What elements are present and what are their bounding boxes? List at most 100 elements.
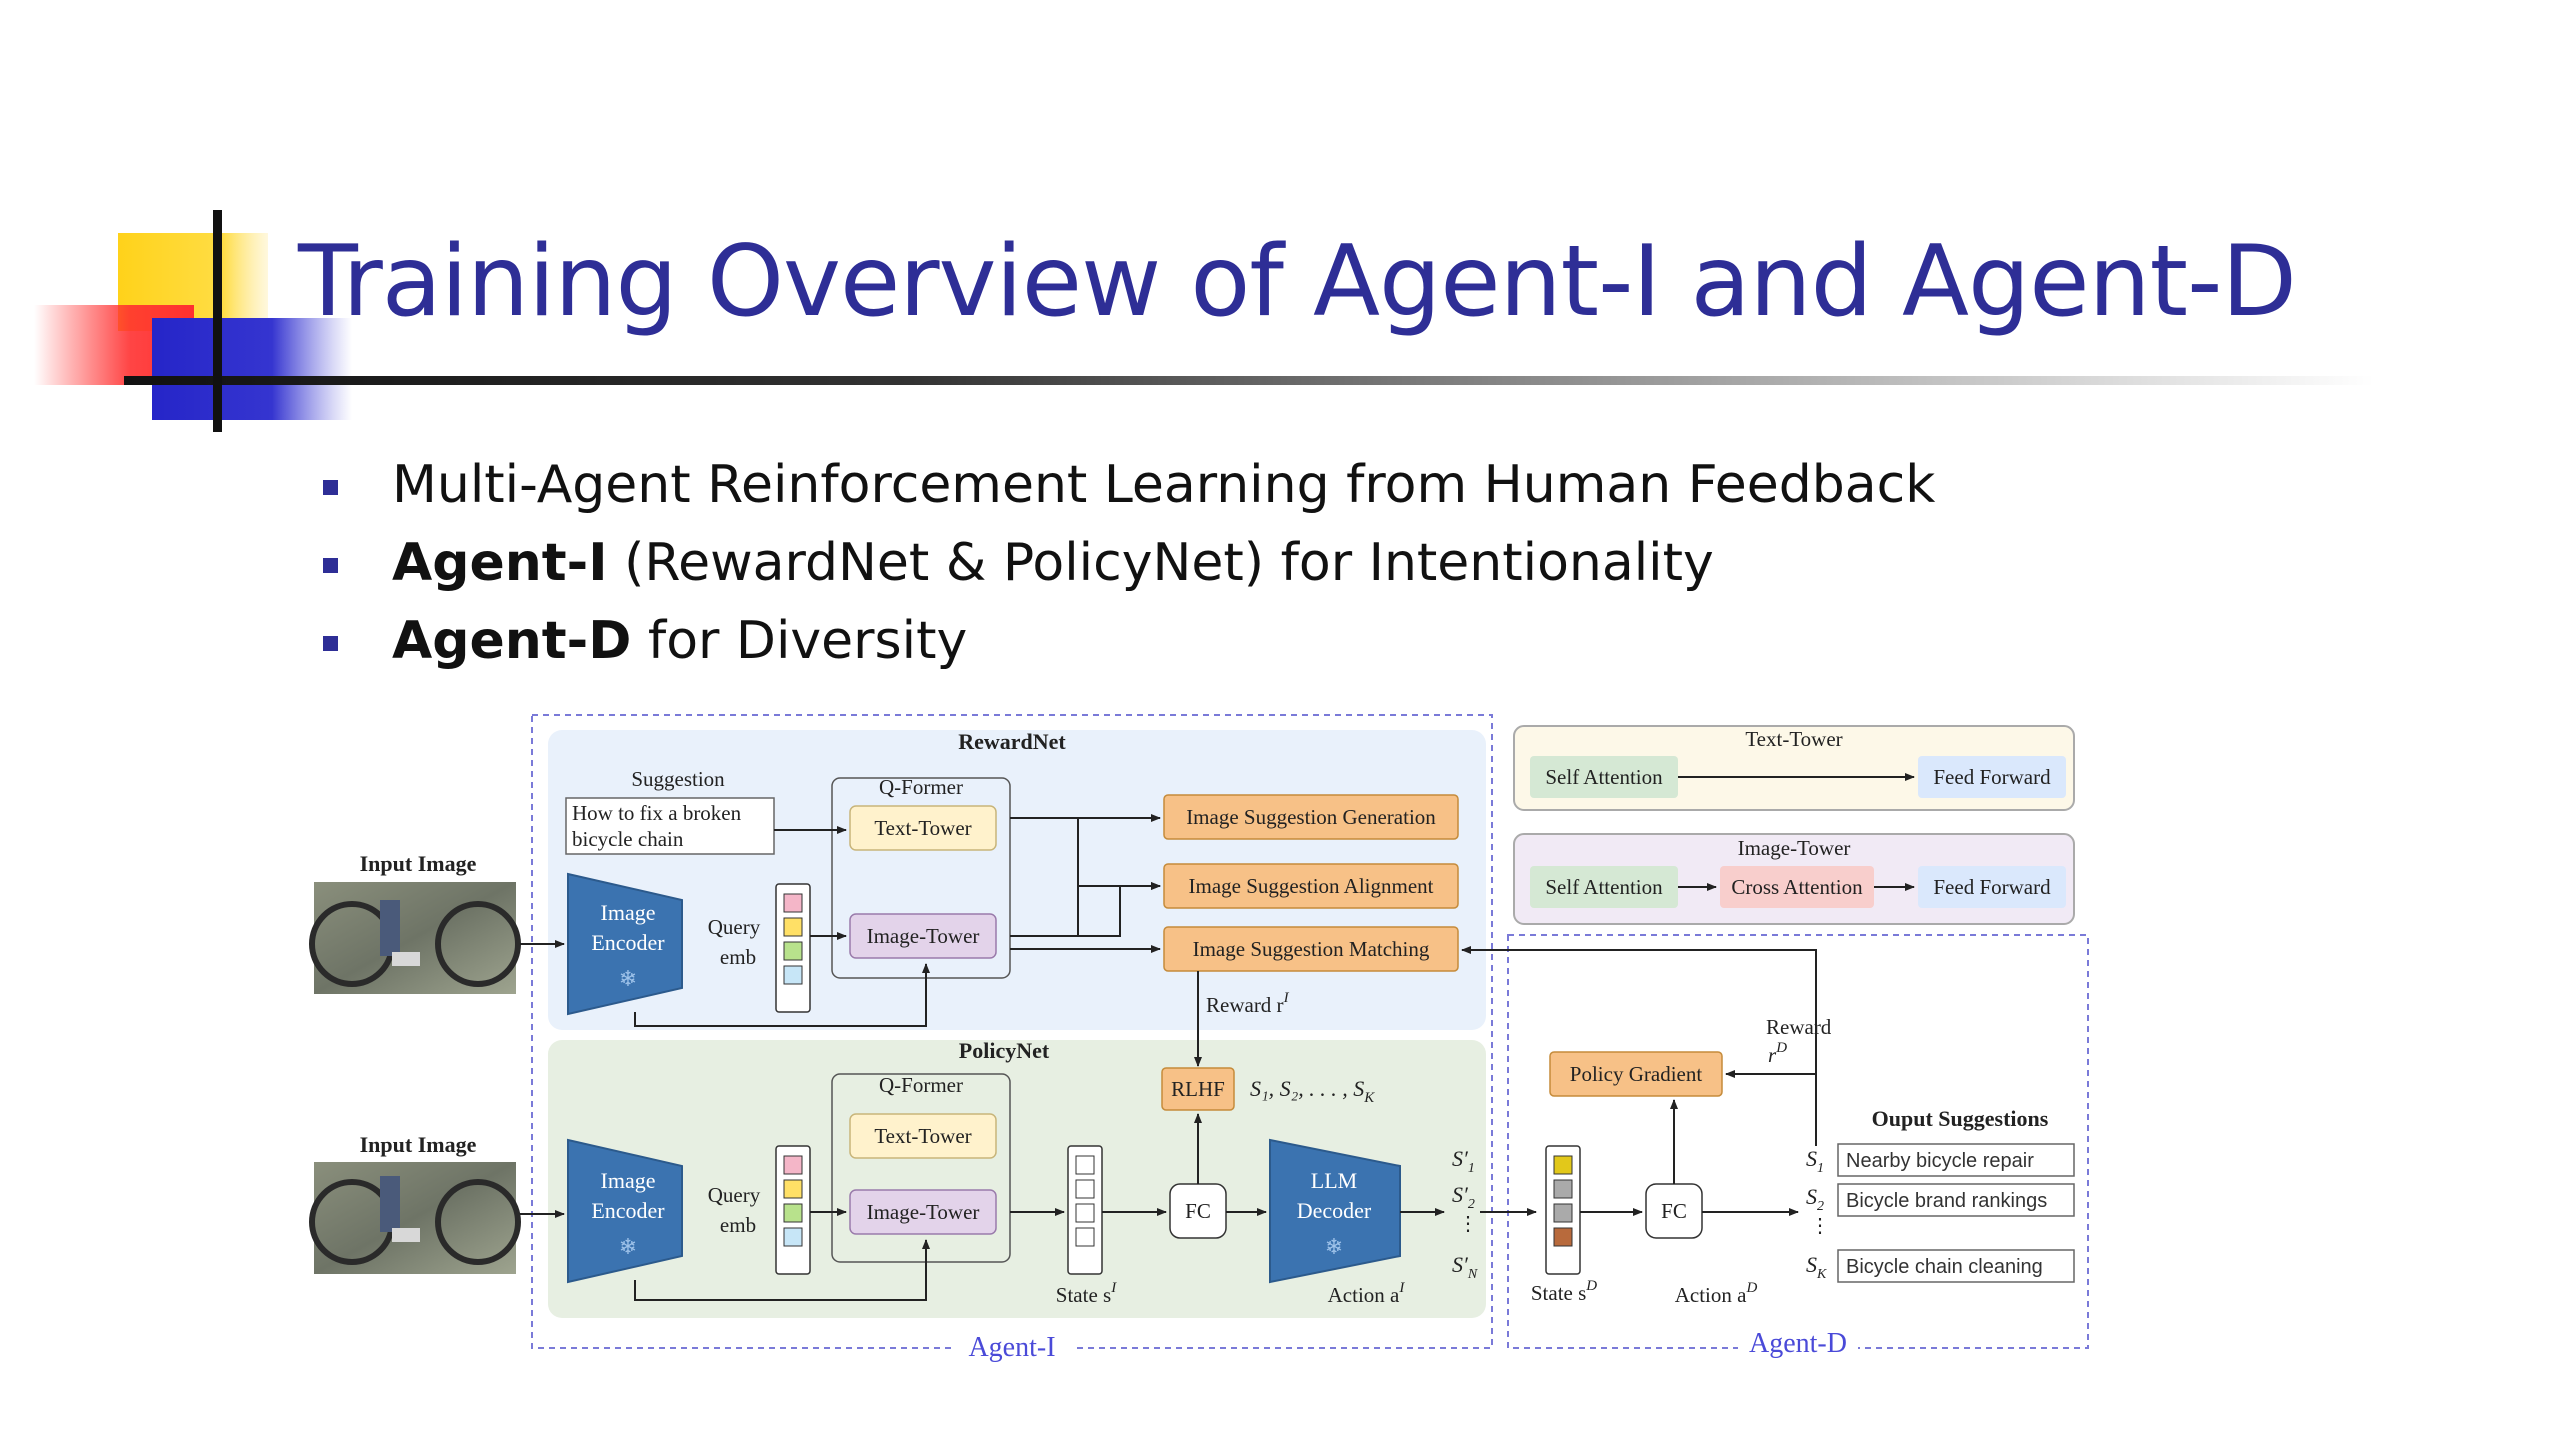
suggestion-text-line1: How to fix a broken (572, 801, 742, 825)
svg-text:emb: emb (720, 1213, 756, 1237)
s1-label: S1 (1806, 1146, 1824, 1176)
agent-d-label: Agent-D (1749, 1328, 1847, 1359)
input-image-label-policy: Input Image (360, 1132, 477, 1157)
svg-text:Bicycle brand rankings: Bicycle brand rankings (1846, 1190, 2047, 1212)
agent-d-connectors (1461, 946, 1817, 1216)
bullet-list: Multi-Agent Reinforcement Learning from … (320, 446, 1935, 680)
suggestion-box (1837, 1143, 2075, 1177)
query-label-line2: emb (720, 945, 756, 969)
input-image-policy (309, 1162, 521, 1274)
svg-text:Q-Former: Q-Former (879, 1073, 963, 1097)
svg-text:Feed Forward: Feed Forward (1933, 875, 2051, 899)
action-ad-label: Action aD (1675, 1280, 1758, 1307)
state-si-label: State sI (1056, 1280, 1117, 1307)
suggestion-text-line2: bicycle chain (572, 827, 684, 851)
svg-text:FC: FC (1661, 1199, 1687, 1223)
suggestion-box (1837, 1183, 2075, 1217)
frozen-snowflake-icon: ❄ (619, 1234, 637, 1259)
image-encoder-reward (567, 872, 683, 1016)
output-image-suggestion-alignment (1163, 863, 1459, 909)
svg-text:LLM: LLM (1311, 1168, 1357, 1193)
qformer-reward (831, 777, 1011, 979)
bullet-item: Agent-D for Diversity (320, 602, 1935, 680)
qformer-policy (831, 1073, 1011, 1263)
output-suggestions-title: Ouput Suggestions (1872, 1106, 2049, 1131)
output-image-suggestion-generation (1163, 794, 1459, 840)
reward-rd-var: rD (1768, 1040, 1787, 1067)
encoder-label-line2: Encoder (591, 930, 665, 955)
svg-text:Image-Tower: Image-Tower (867, 924, 980, 948)
output-image-suggestion-matching (1163, 926, 1459, 972)
self-attention-block (1530, 866, 1678, 908)
policynet-title: PolicyNet (959, 1038, 1050, 1063)
llm-decoder (1269, 1138, 1401, 1284)
state-sd-stack (1545, 1145, 1581, 1275)
suggestion-label: Suggestion (631, 767, 725, 791)
ellipsis-vertical: ⋮ (1458, 1213, 1478, 1235)
agent-i-label: Agent-I (968, 1332, 1055, 1363)
policy-gradient-box (1549, 1051, 1723, 1097)
action-ai-label: Action aI (1328, 1280, 1406, 1307)
policynet-connectors (520, 1113, 1537, 1301)
svg-text:Image Suggestion Generation: Image Suggestion Generation (1186, 805, 1436, 829)
text-tower-policy (849, 1113, 997, 1159)
suggestion-box (1837, 1249, 2075, 1283)
svg-text:Nearby bicycle repair: Nearby bicycle repair (1846, 1150, 2034, 1172)
svg-text:FC: FC (1185, 1199, 1211, 1223)
bullet-item: Multi-Agent Reinforcement Learning from … (320, 446, 1935, 524)
svg-text:Cross Attention: Cross Attention (1731, 875, 1863, 899)
state-si-stack (1067, 1145, 1103, 1275)
self-attention-block (1530, 756, 1678, 798)
svg-text:Self Attention: Self Attention (1545, 875, 1663, 899)
svg-text:Text-Tower: Text-Tower (1745, 727, 1842, 751)
rewardnet-title: RewardNet (958, 729, 1066, 754)
query-embedding-stack-reward (775, 883, 811, 1013)
svg-text:Bicycle chain cleaning: Bicycle chain cleaning (1846, 1256, 2043, 1278)
agent-i-label-bg (952, 1334, 1072, 1364)
frozen-snowflake-icon: ❄ (619, 966, 637, 991)
encoder-label-line1: Image (601, 900, 656, 925)
bullet-item: Agent-I (RewardNet & PolicyNet) for Inte… (320, 524, 1935, 602)
bullet-square-icon (323, 636, 338, 651)
svg-text:Image-Tower: Image-Tower (867, 1200, 980, 1224)
agent-d-term: Agent-D (392, 611, 632, 671)
sn-prime-label: S′N (1452, 1252, 1478, 1282)
image-encoder-policy (567, 1138, 683, 1284)
feed-forward-block (1918, 866, 2066, 908)
text-tower-reward (849, 805, 997, 851)
qformer-label-reward: Q-Former (879, 775, 963, 799)
sequence-label: S₁, S₂, . . . , SK (1250, 1076, 1375, 1106)
s1-prime-label: S′1 (1452, 1146, 1475, 1176)
reward-ri-label: Reward rI (1206, 990, 1290, 1017)
image-tower-policy (849, 1189, 997, 1235)
reward-rd-label: Reward (1766, 1015, 1832, 1039)
svg-text:Image: Image (601, 1168, 656, 1193)
svg-text:Feed Forward: Feed Forward (1933, 765, 2051, 789)
svg-text:Self Attention: Self Attention (1545, 765, 1663, 789)
bullet-square-icon (323, 480, 338, 495)
cross-attention-block (1720, 866, 1874, 908)
agent-d-frame (1507, 934, 2089, 1349)
rewardnet-connectors (520, 814, 1161, 1027)
svg-text:Image Suggestion Alignment: Image Suggestion Alignment (1189, 874, 1434, 898)
rlhf-box (1161, 1067, 1235, 1111)
slide-title: Training Overview of Agent-I and Agent-D (298, 225, 2297, 339)
query-label-line1: Query (708, 915, 761, 939)
svg-text:Query: Query (708, 1183, 761, 1207)
suggestion-text-box (565, 797, 775, 855)
svg-text:Text-Tower: Text-Tower (874, 1124, 971, 1148)
image-tower-reward (849, 913, 997, 959)
svg-text:Decoder: Decoder (1297, 1198, 1372, 1223)
bullet-square-icon (323, 558, 338, 573)
agent-d-label-bg (1738, 1334, 1858, 1364)
state-sd-label: State sD (1531, 1278, 1597, 1305)
agent-i-term: Agent-I (392, 533, 608, 593)
feed-forward-block (1918, 756, 2066, 798)
svg-text:RLHF: RLHF (1171, 1077, 1225, 1101)
svg-text:Image-Tower: Image-Tower (1738, 836, 1851, 860)
s2-prime-label: S′2 (1452, 1182, 1475, 1212)
svg-text:Text-Tower: Text-Tower (874, 816, 971, 840)
frozen-snowflake-icon: ❄ (1325, 1234, 1343, 1259)
